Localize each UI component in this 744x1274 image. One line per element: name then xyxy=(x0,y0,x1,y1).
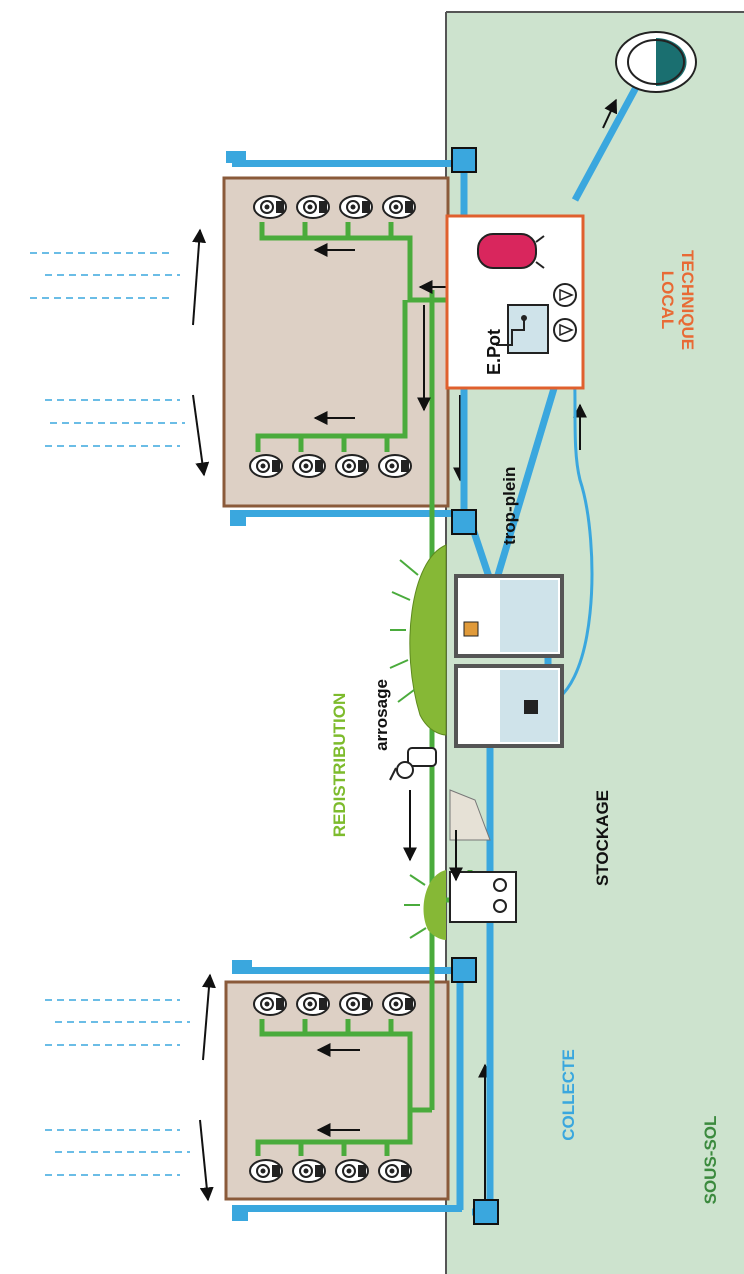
local-technique-room: E.Pot xyxy=(445,214,585,390)
collecte-label: COLLECTE xyxy=(559,1049,578,1141)
redistribution-label: REDISTRIBUTION xyxy=(330,693,349,838)
arrow-icon xyxy=(313,98,618,1210)
trop-plein-label: trop-plein xyxy=(500,467,519,545)
water-network-icon xyxy=(615,31,697,93)
pressure-tank-icon xyxy=(477,233,537,269)
arrow-icon xyxy=(192,228,216,1202)
sous-sol-label: SOUS-SOL xyxy=(701,1116,720,1205)
arrosage-label: arrosage xyxy=(372,679,391,751)
shrub-icon xyxy=(389,544,447,940)
filter-box xyxy=(449,789,517,923)
epot-label: E.Pot xyxy=(484,329,504,375)
rain-icon xyxy=(30,252,190,1176)
stockage-label: STOCKAGE xyxy=(593,790,612,886)
storage-tanks xyxy=(454,574,564,748)
faucet-icon xyxy=(389,747,437,781)
pump-icon xyxy=(553,283,577,342)
local-label: LOCAL xyxy=(658,271,677,330)
technique-label: TECHNIQUE xyxy=(678,250,697,350)
junction-boxes xyxy=(451,147,499,1225)
